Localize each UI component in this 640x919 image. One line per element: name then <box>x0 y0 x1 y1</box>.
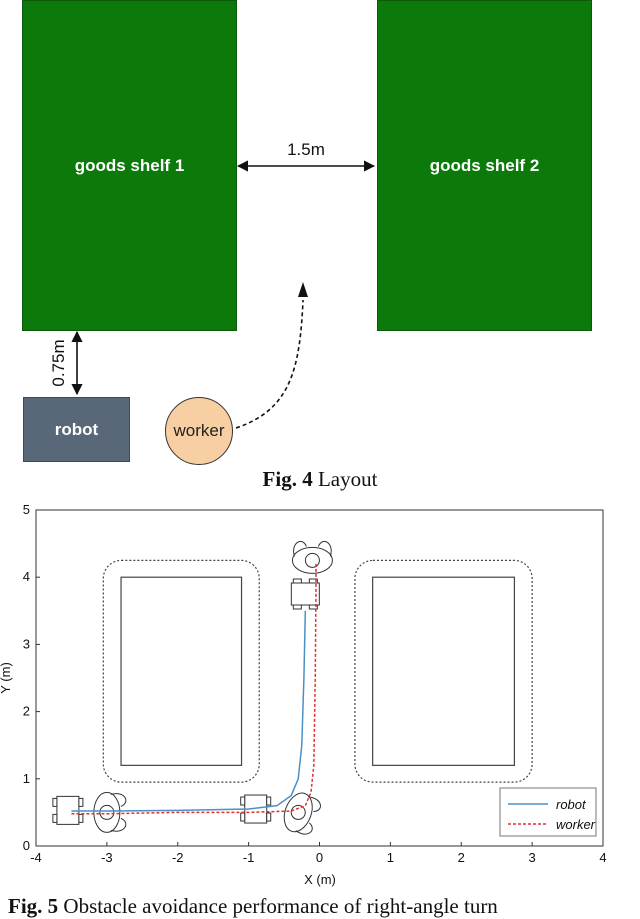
figure-4-caption: Fig. 4 Layout <box>0 467 640 492</box>
robot-icon <box>52 795 84 825</box>
x-tick-label: 1 <box>387 850 394 865</box>
y-tick-label: 4 <box>23 569 30 584</box>
x-tick-label: 3 <box>529 850 536 865</box>
x-tick-label: 0 <box>316 850 323 865</box>
obstacle-layer <box>102 559 533 783</box>
worker-circle: worker <box>165 397 233 465</box>
figure-5-caption-text: Obstacle avoidance performance of right-… <box>58 894 498 918</box>
figure-5-caption: Fig. 5 Obstacle avoidance performance of… <box>8 894 640 919</box>
x-tick-label: 2 <box>458 850 465 865</box>
robot-label: robot <box>54 419 99 439</box>
worker-path-arrowhead <box>298 282 308 297</box>
legend-worker-label: worker <box>556 817 596 832</box>
legend: robot worker <box>499 787 597 837</box>
x-tick-label: -1 <box>243 850 255 865</box>
goods-shelf-1: goods shelf 1 <box>22 0 237 331</box>
goods-shelf-2: goods shelf 2 <box>377 0 592 331</box>
y-tick-label: 2 <box>23 704 30 719</box>
shelf-outline <box>120 576 243 766</box>
figure-4-caption-prefix: Fig. 4 <box>262 467 313 491</box>
goods-shelf-1-label: goods shelf 1 <box>74 155 185 175</box>
figure-5-plot: -4 -3 -2 -1 0 1 2 3 4 0 1 2 3 4 5 X (m) Y (m) robot wo… <box>0 498 640 894</box>
goods-shelf-2-label: goods shelf 2 <box>429 155 540 175</box>
figure-4-layout: goods shelf 1 goods shelf 2 robot worker… <box>22 0 592 465</box>
layout-annotations: 1.5m 0.75m <box>49 140 376 429</box>
y-axis-title: Y (m) <box>0 662 13 694</box>
worker-path-arrow <box>235 299 304 429</box>
x-tick-label: -2 <box>172 850 184 865</box>
x-tick-label: -3 <box>101 850 113 865</box>
series-robot-line <box>71 610 307 812</box>
figure-5-caption-prefix: Fig. 5 <box>8 894 59 918</box>
worker-icon <box>93 791 127 833</box>
legend-robot-label: robot <box>556 797 587 812</box>
worker-label: worker <box>173 421 225 440</box>
axis-ticks: -4 -3 -2 -1 0 1 2 3 4 0 1 2 3 4 5 <box>23 502 607 865</box>
legend-box <box>499 787 597 837</box>
shelf-outline <box>372 576 516 766</box>
y-tick-label: 0 <box>23 838 30 853</box>
x-tick-label: -4 <box>30 850 42 865</box>
clearance-label: 0.75m <box>49 339 68 386</box>
robot-icon <box>290 578 320 610</box>
x-axis-title: X (m) <box>304 872 336 887</box>
y-tick-label: 5 <box>23 502 30 517</box>
series-worker-line <box>71 563 317 815</box>
gap-label: 1.5m <box>287 140 325 159</box>
x-tick-label: 4 <box>599 850 606 865</box>
shelf-safety-margin <box>354 559 533 783</box>
y-tick-label: 3 <box>23 636 30 651</box>
worker-icon <box>283 792 321 835</box>
figure-4-caption-text: Layout <box>312 467 378 491</box>
series-layer <box>71 563 317 815</box>
y-tick-label: 1 <box>23 771 30 786</box>
trajectory-chart: -4 -3 -2 -1 0 1 2 3 4 0 1 2 3 4 5 X (m) Y (m) robot wo… <box>0 502 607 887</box>
shelf-safety-margin <box>102 559 260 783</box>
robot-block: robot <box>23 397 130 462</box>
